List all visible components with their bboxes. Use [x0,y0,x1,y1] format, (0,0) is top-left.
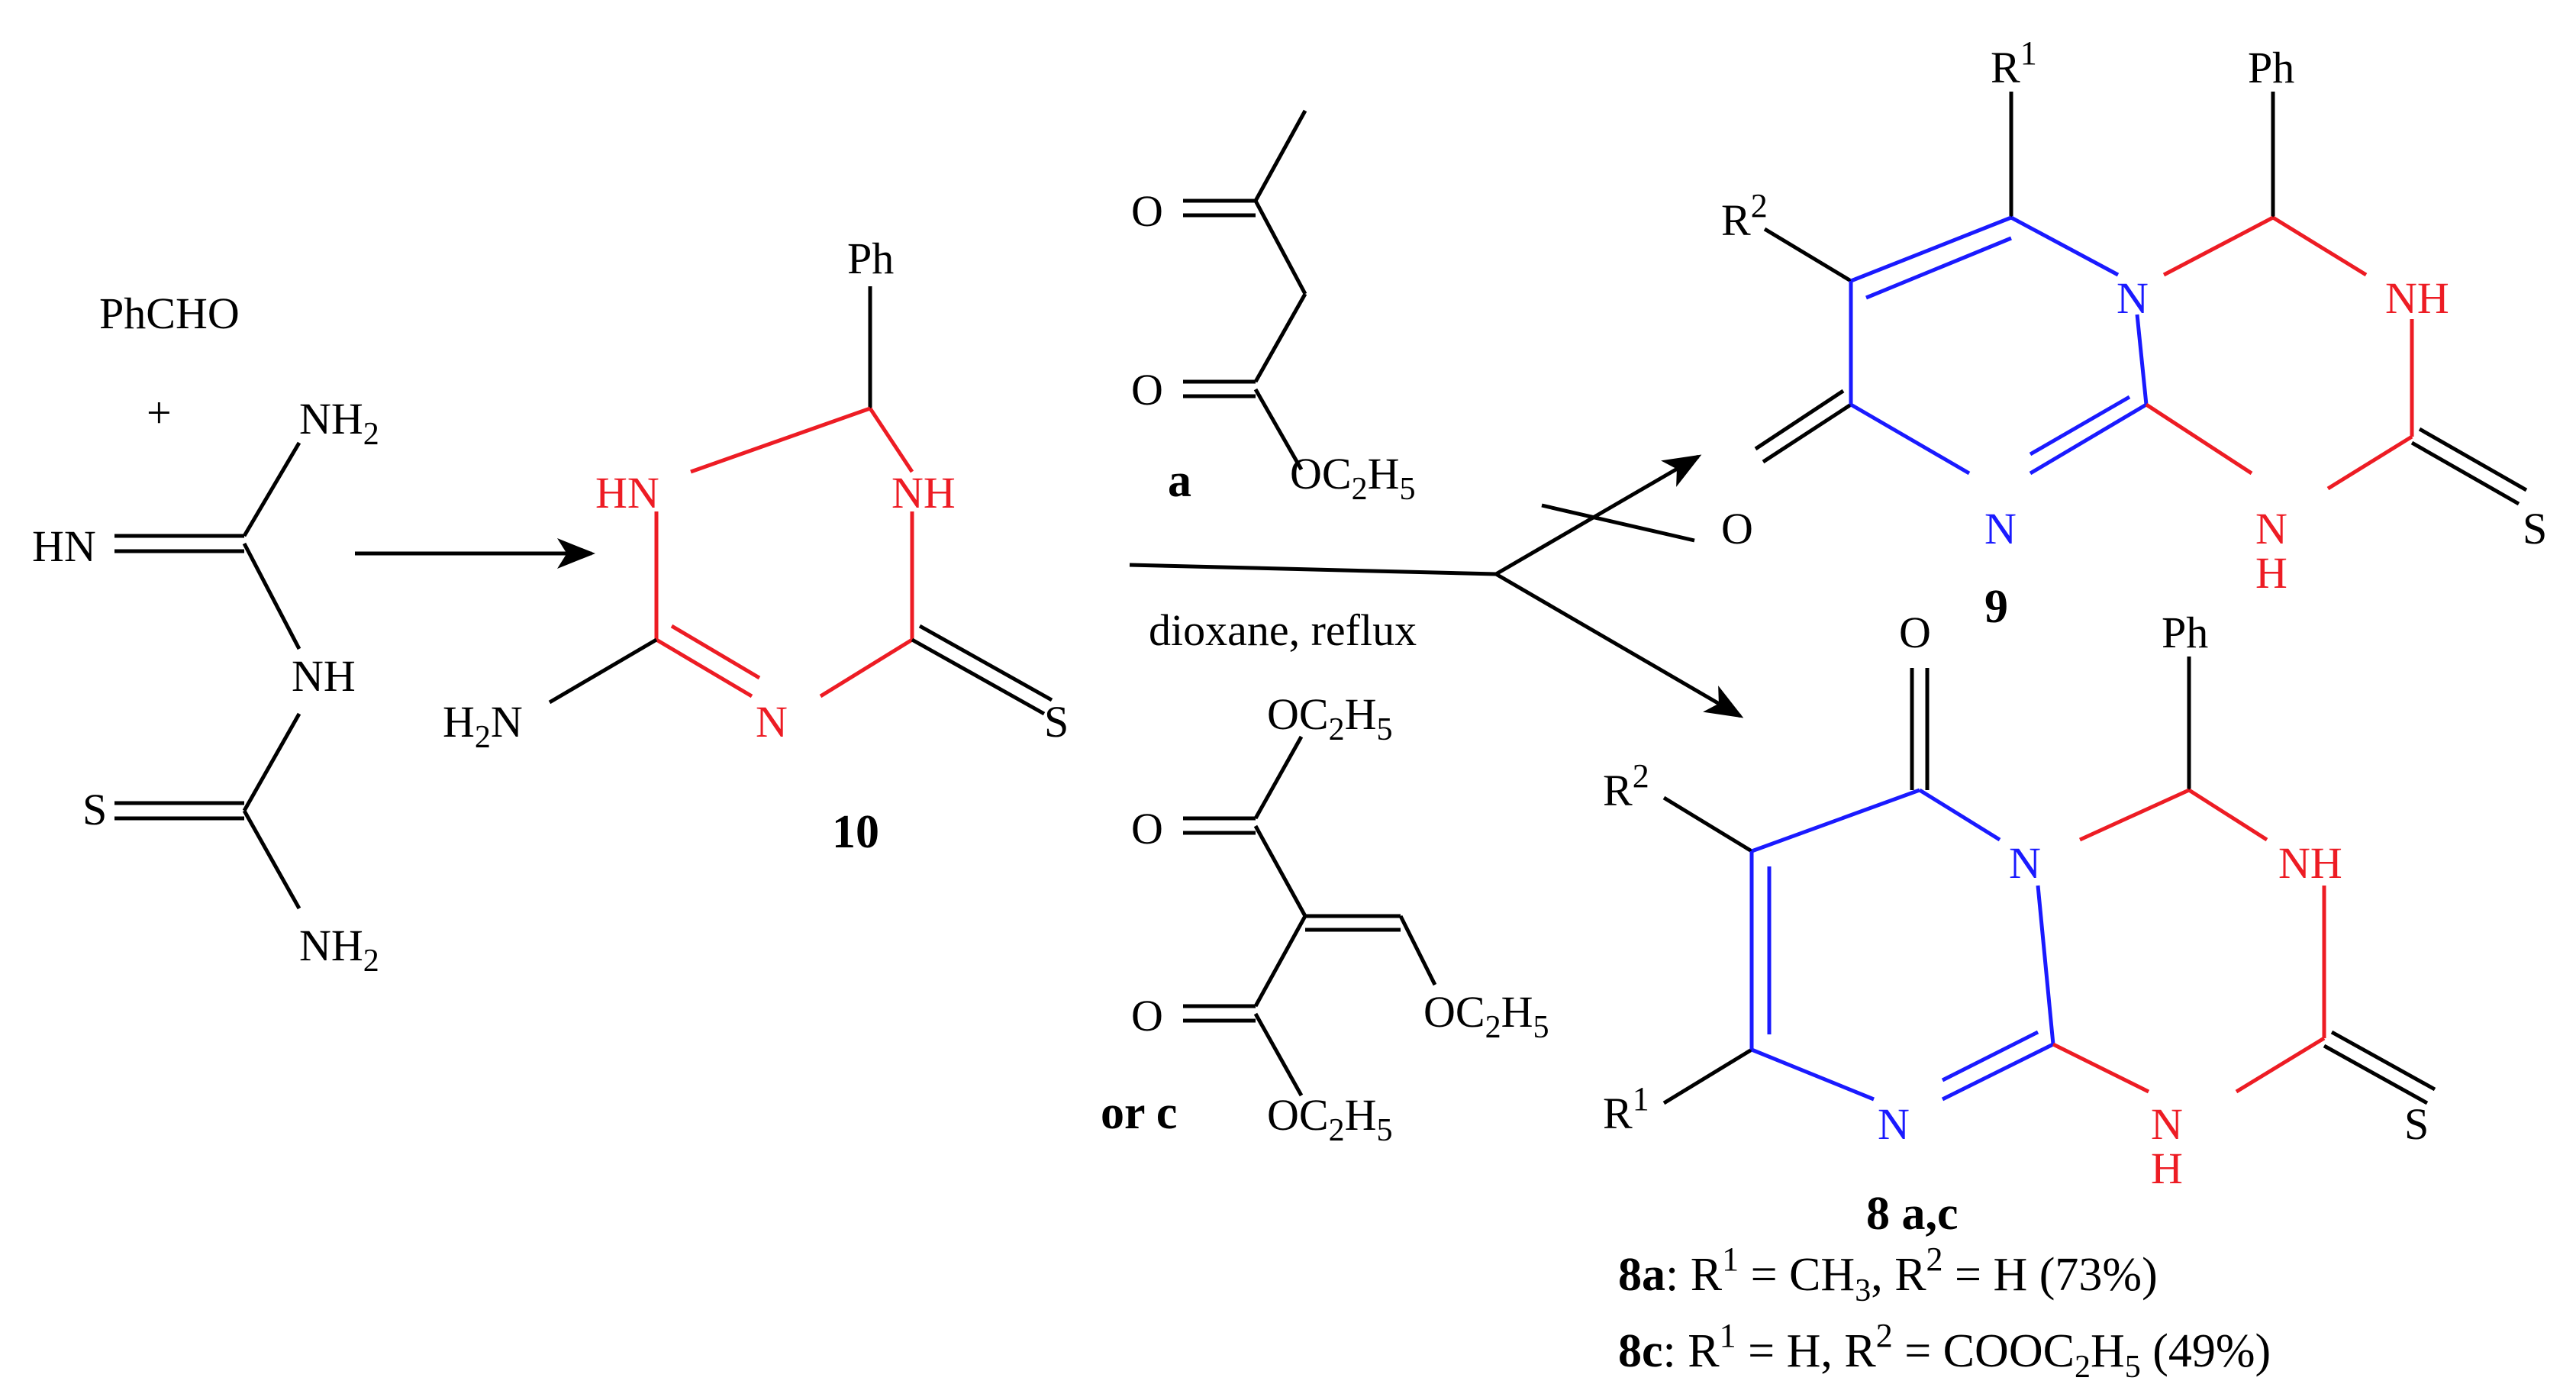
amidinothiourea-bonds [114,441,301,910]
hn-imine-label: HN [32,521,96,571]
thiourea-s-label: S [82,785,107,834]
compound-10: Ph HN NH N S H2N 10 [443,234,1069,858]
compound-9-pyrimidine-ring [1849,215,2149,476]
compound-9-nh-bottom-n: N [2255,504,2287,553]
reagent-c-oc2h5-top: OC2H5 [1267,689,1392,747]
compound-9-nh: NH [2385,273,2449,323]
compound-8-n: N [1878,1099,1910,1149]
nh2-bottom-label: NH2 [299,921,379,979]
compound-9-o: O [1721,504,1753,553]
caption-8c: 8c: R1 = H, R2 = COOC2H5 (49%) [1618,1317,2271,1385]
compound-9-triazine-ring [2145,215,2414,491]
reagent-c: OC2H5 O O OC2H5 OC2H5 or c [1101,689,1549,1148]
compound-10-s: S [1044,697,1069,747]
reagent-a: O O OC2H5 a [1131,109,1415,507]
compound-10-hn: HN [595,468,659,518]
phcho-label: PhCHO [99,289,240,338]
reagent-c-oc2h5-vinyl: OC2H5 [1423,987,1549,1045]
nh2-top-label: NH2 [299,394,379,452]
compound-8-carbonyl-o: O [1899,608,1931,657]
compound-10-ring [654,406,914,698]
compound-8-nh-bottom-h: H [2151,1144,2183,1193]
reagent-c-oc2h5-bottom: OC2H5 [1267,1090,1392,1148]
caption-8a: 8a: R1 = CH3, R2 = H (73%) [1618,1241,2158,1308]
compound-8-triazine-ring [2052,788,2326,1094]
compound-10-h2n: H2N [443,697,523,755]
compound-9-n: N [1984,504,2017,553]
reaction-conditions: dioxane, reflux [1149,605,1417,655]
compound-9: R1 Ph R2 N NH O N N H S 9 [1721,34,2547,633]
reagent-c-o-bottom: O [1131,991,1163,1040]
compound-8-bridgehead-n: N [2009,838,2041,888]
reagent-a-ester-o: O [1131,365,1163,415]
compound-9-r2: R2 [1721,187,1768,245]
compound-10-nh: NH [891,468,956,518]
compound-8-label: 8 a,c [1866,1188,1959,1240]
compound-10-label: 10 [832,806,879,858]
compound-10-ph: Ph [847,234,894,283]
compound-8-r1: R1 [1603,1080,1649,1138]
compound-8-r2: R2 [1603,757,1649,815]
compound-8: O Ph R2 N NH R1 N N H S 8 a,c [1603,608,2436,1240]
reagent-a-label: a [1168,455,1191,507]
reagent-a-oc2h5: OC2H5 [1290,449,1415,507]
compound-9-r1: R1 [1991,34,2037,92]
plus-sign: + [147,388,172,437]
reagent-c-label: or c [1101,1087,1177,1139]
compound-9-bridgehead-n: N [2117,273,2149,323]
reagent-a-ketone-o: O [1131,186,1163,236]
nh-middle-label: NH [292,651,356,701]
compound-8-pyrimidine-ring [1749,788,2055,1102]
compound-10-n: N [756,697,788,747]
compound-8-ph: Ph [2162,608,2208,657]
compound-8-nh: NH [2278,838,2342,888]
compound-9-ph: Ph [2248,43,2294,92]
compound-9-label: 9 [1984,581,2008,633]
compound-9-s: S [2523,504,2547,553]
compound-9-nh-bottom-h: H [2255,548,2287,598]
reaction-arrows [1129,454,1744,718]
reagents-group: PhCHO + NH2 HN NH S NH2 [32,289,379,979]
reagent-c-o-top: O [1131,804,1163,853]
compound-8-s: S [2404,1099,2429,1149]
compound-8-nh-bottom-n: N [2151,1099,2183,1149]
